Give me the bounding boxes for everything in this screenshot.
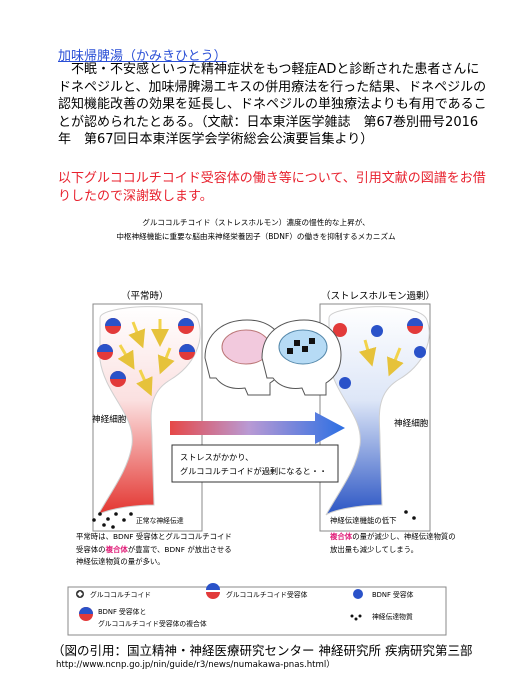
neuron-label-right: 神経細胞 [394,419,429,429]
legend-glucocorticoid: グルココルチコイド [90,591,152,599]
legend-gc-receptor: グルココルチコイド受容体 [226,591,308,599]
neurotransmitter-dots [92,510,416,529]
head-stress-icon [261,319,342,396]
red-note: 以下グルココルチコイド受容体の働き等について、引用文献の図譜をお借りしたので深謝… [58,171,486,204]
source-url[interactable]: http://www.ncnp.go.jp/nin/guide/r3/news/… [56,660,335,670]
impaired-transmission-label: 神経伝達機能の低下 [330,516,397,525]
receptor-complex-icon [97,318,195,387]
figure-caption-2: 中枢神経機能に重要な脳由来神経栄養因子（BDNF）の働きを抑制するメカニズム [116,232,396,241]
left-description: 平常時は、BDNF 受容体とグルココルチコイド 受容体の複合体が豊富で、BDNF… [76,532,232,567]
legend-complex: BDNF 受容体と グルココルチコイド受容体の複合体 [98,608,207,628]
title-link[interactable]: 加味帰脾湯（かみきひとう） [58,49,227,64]
legend-neurotransmitter: 神経伝達物質 [372,613,413,621]
stress-title: （ストレスホルモン過剰） [321,291,436,302]
legend-icons [76,583,363,621]
right-description: 複合体の量が減少し、神経伝達物質の 放出量も減少してしまう。 [330,532,456,554]
figure-caption-1: グルココルチコイド（ストレスホルモン）濃度の慢性的な上昇が、 [142,218,370,227]
stress-box-text: ストレスがかかり、 グルココルチコイドが過剰になると・・ [180,452,328,476]
legend-bdnf-receptor: BDNF 受容体 [372,591,414,599]
neuron-label-left: 神経細胞 [92,415,127,425]
legend-box [67,586,447,636]
citation: （図の引用：国立精神・神経医療研究センター 神経研究所 疾病研究第三部 [52,643,473,658]
normal-title: （平常時） [121,291,169,302]
arrow-icons [117,319,175,397]
big-arrow-icon [170,412,345,444]
normal-transmission-label: 正常な神経伝達 [136,517,184,525]
stress-box [171,444,339,483]
body-paragraph: 不眠・不安感といった精神症状をもつ軽症ADと診断された患者さんにドネペジルと、加… [58,62,487,148]
